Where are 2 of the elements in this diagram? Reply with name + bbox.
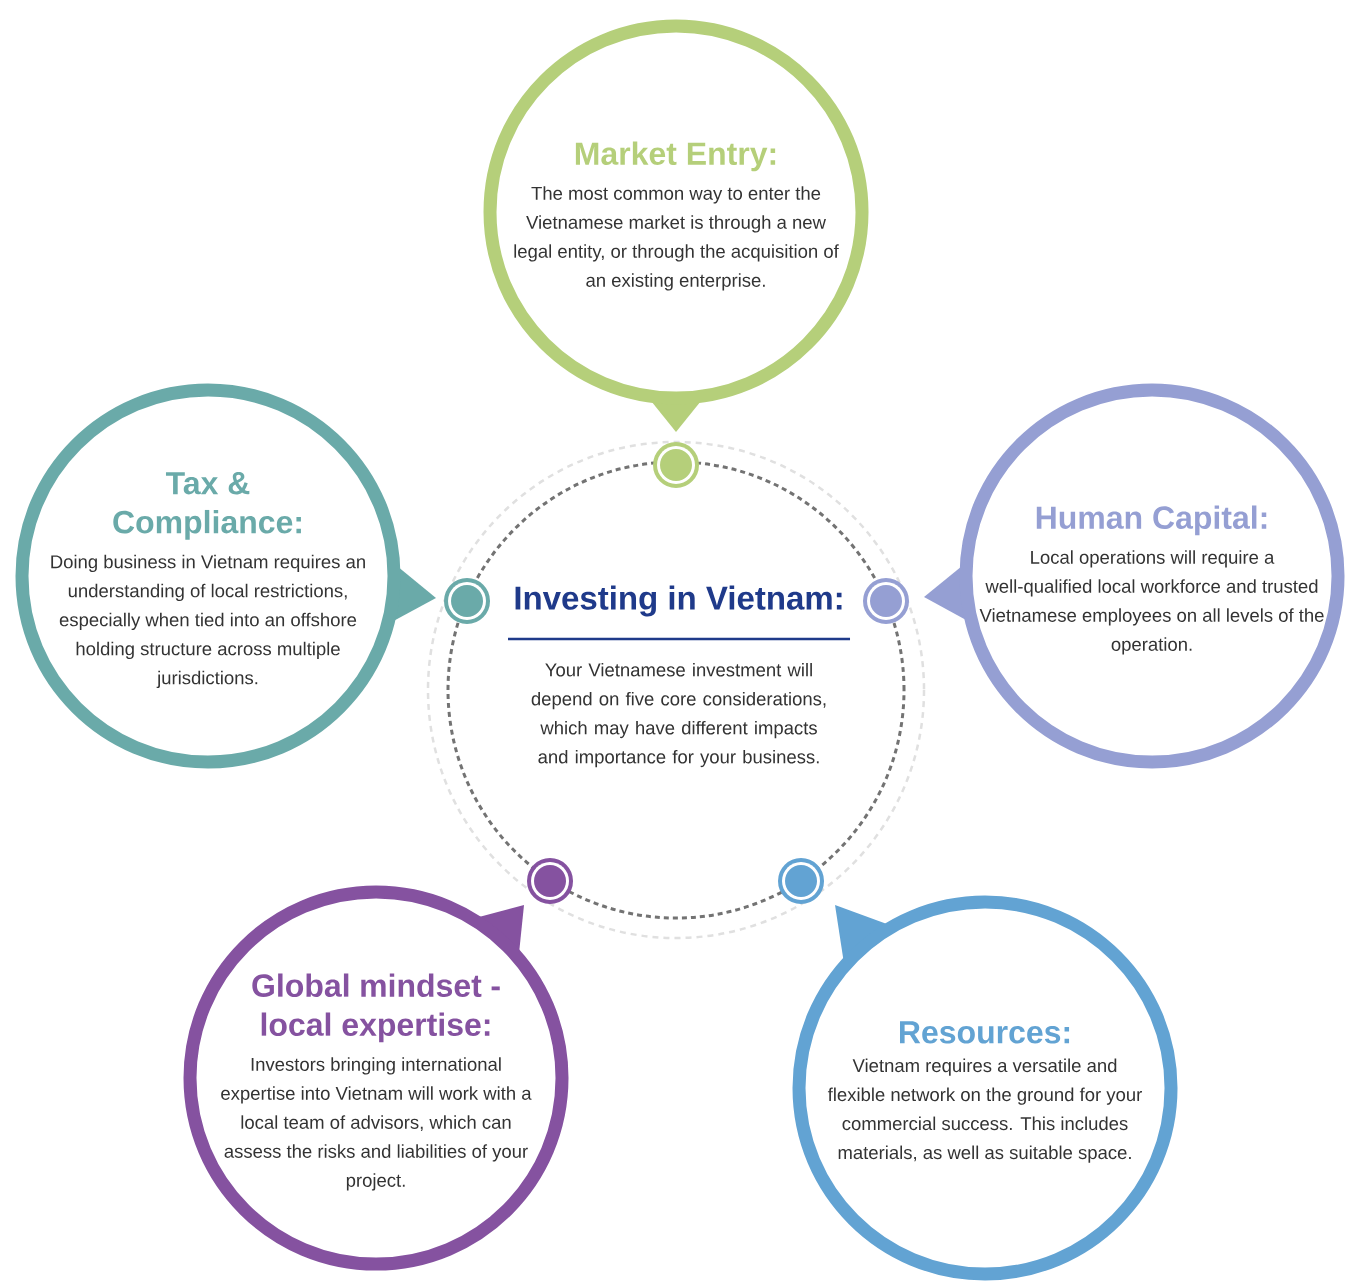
center-title: Investing in Vietnam: (515, 585, 842, 617)
center-text: Your Vietnamese investment will depend on five core considerations, which may have different impacts and importance for your business. (531, 662, 826, 768)
